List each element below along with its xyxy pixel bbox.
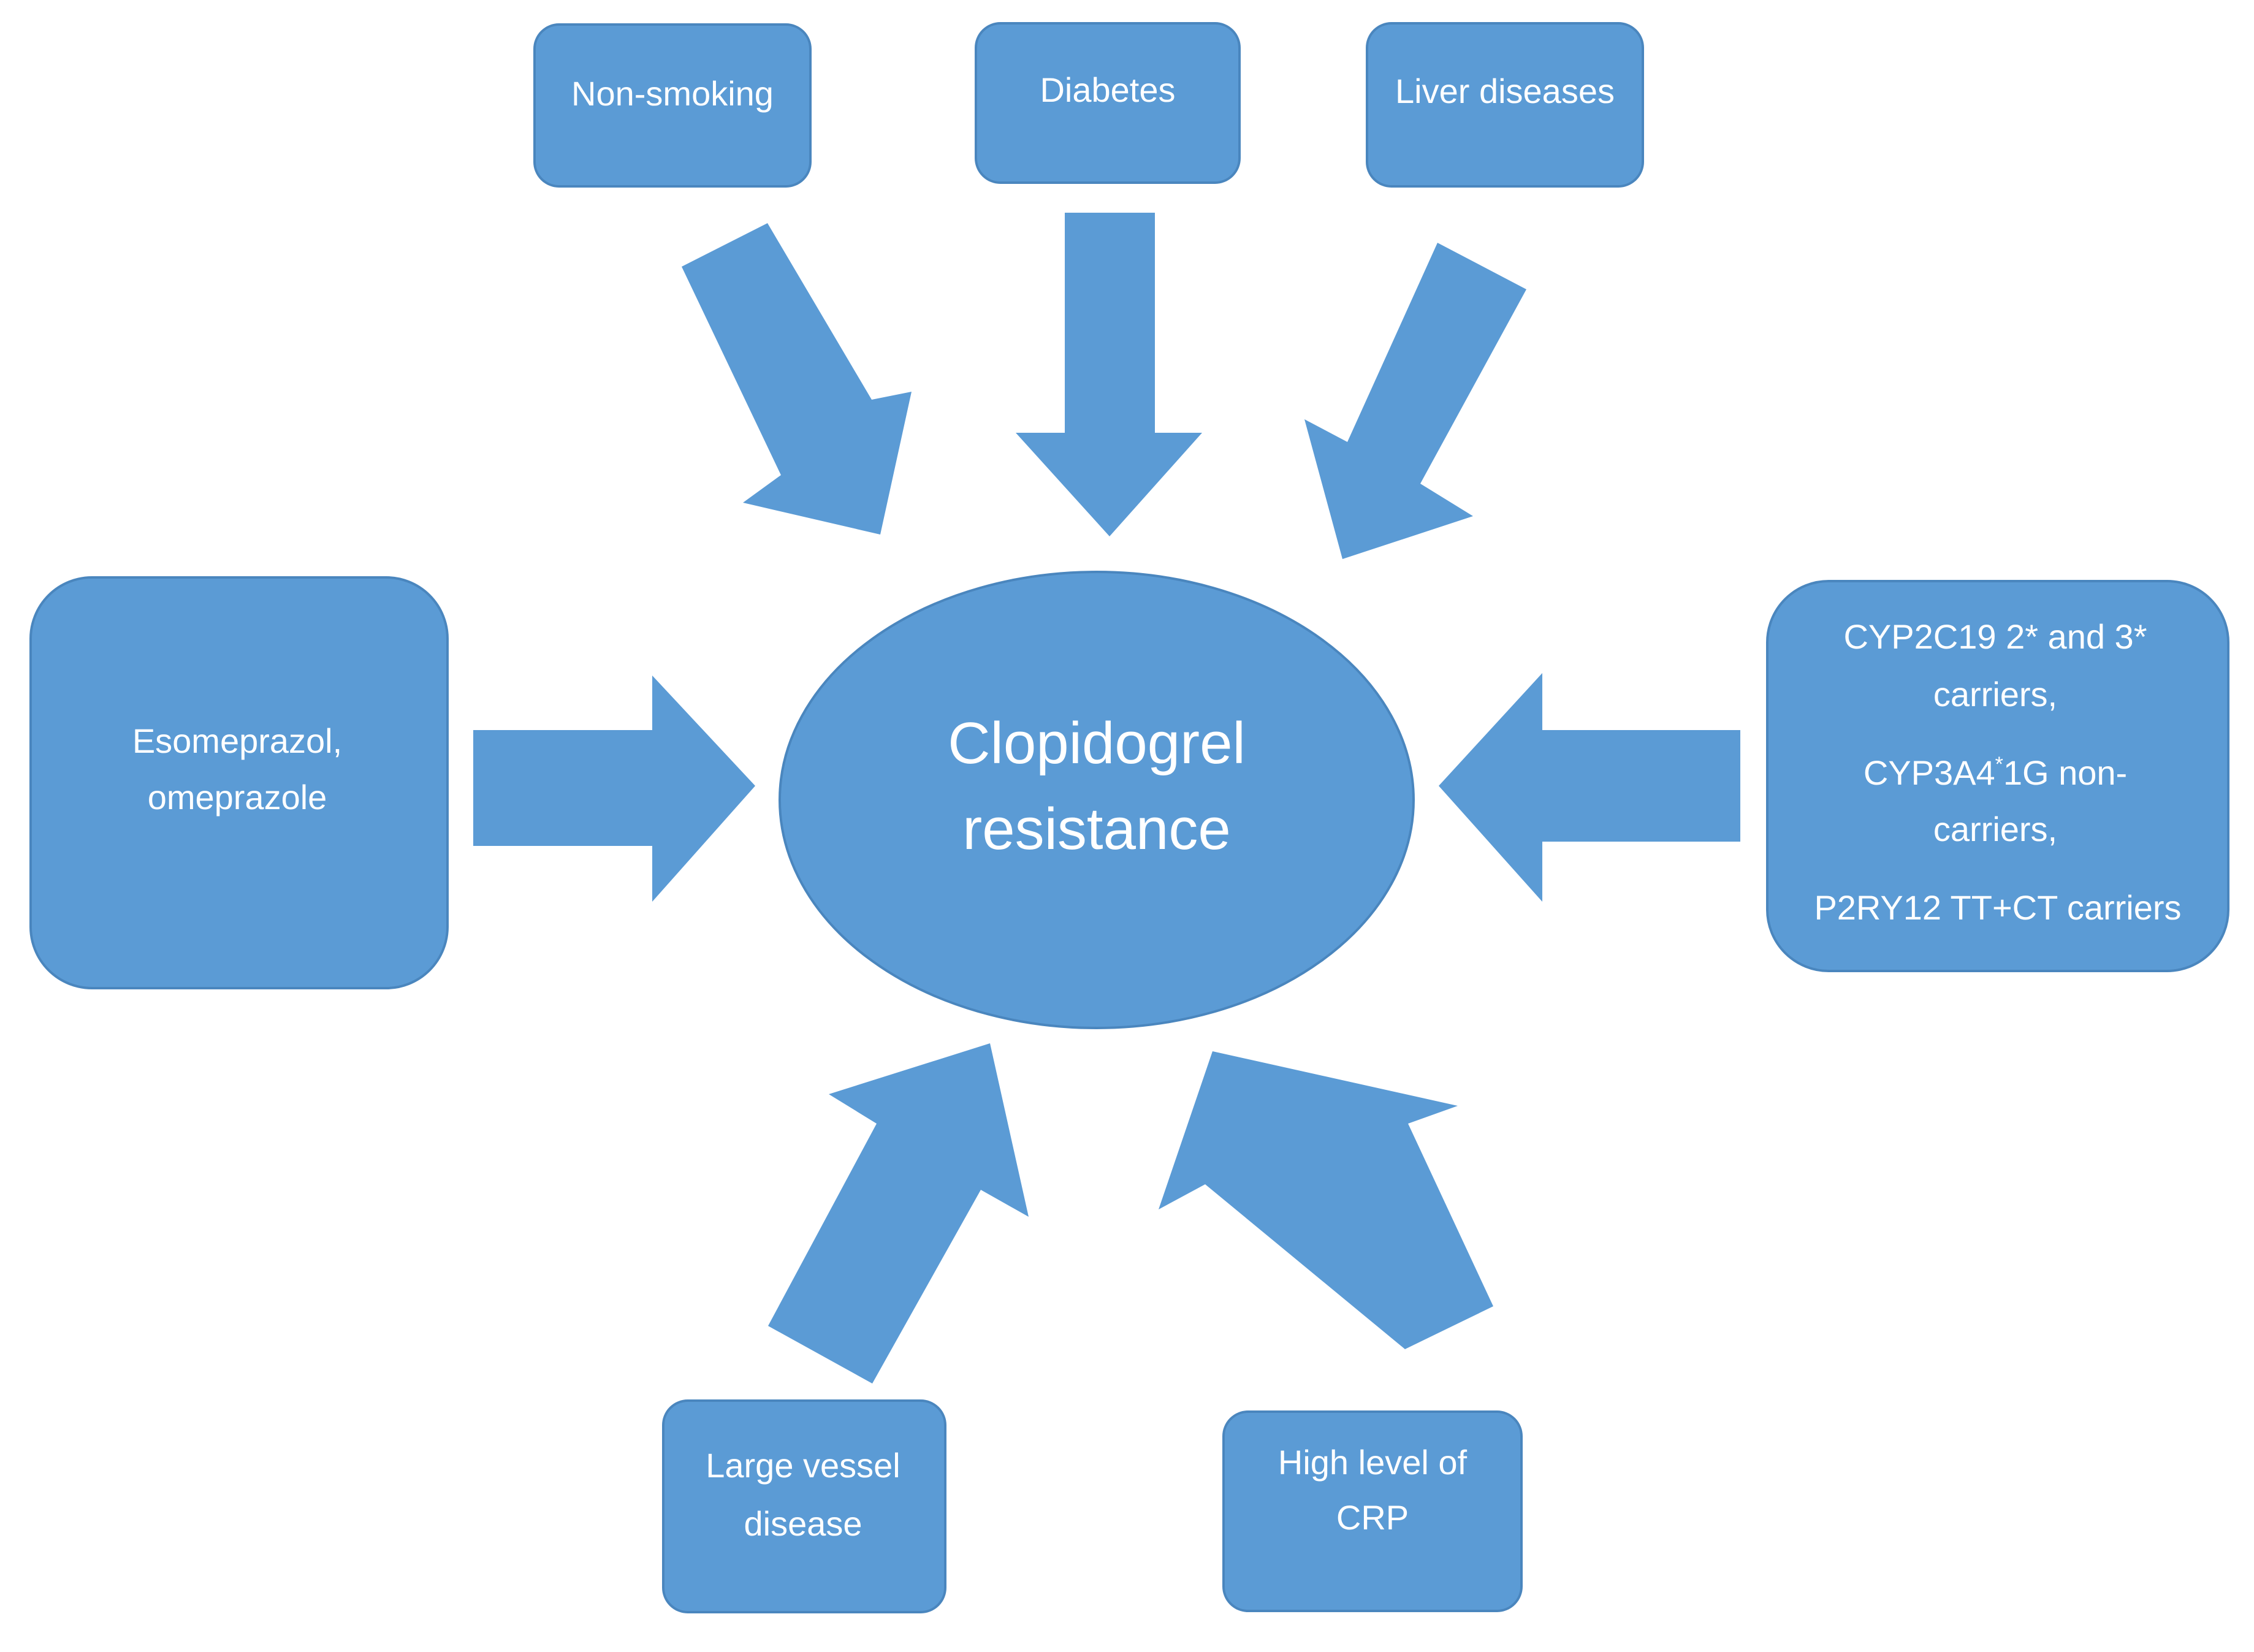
label-genetics-line-3-sup: * [1995,753,2003,776]
label-liver-diseases: Liver diseases [1395,72,1615,110]
label-genetics-line-2: carriers, [1933,675,2057,714]
arrow-non-smoking [682,223,912,535]
center-title-line-1: Clopidogrel [948,710,1246,776]
label-ppi-line-1: Esomeprazol, [132,721,342,760]
center-title-line-2: resistance [962,796,1231,862]
box-large-vessel [662,1399,946,1613]
label-large-vessel-line-2: disease [744,1504,862,1543]
box-crp [1222,1410,1523,1612]
box-genetics [1766,580,2229,972]
arrow-liver-diseases [1304,243,1526,559]
label-genetics-line-4: carriers, [1933,810,2057,848]
box-ppi [29,576,449,989]
label-genetics-line-3b: 1G non- [2003,753,2127,792]
label-crp-line-2: CRP [1336,1498,1409,1537]
arrow-ppi [473,676,755,902]
arrow-large-vessel [768,1043,1029,1384]
label-ppi-line-2: omeprazole [148,778,327,816]
label-non-smoking: Non-smoking [571,74,774,113]
arrow-diabetes [1016,213,1202,536]
label-genetics-line-3: CYP3A4*1G non- [1864,753,2127,792]
box-diabetes [975,22,1241,184]
label-genetics-line-1: CYP2C19 2* and 3* [1843,617,2147,656]
center-ellipse [779,571,1415,1029]
arrow-genetics [1439,673,1740,902]
label-genetics-line-5: P2RY12 TT+CT carriers [1814,888,2181,927]
arrow-crp [1159,1051,1493,1349]
label-large-vessel-line-1: Large vessel [706,1446,900,1485]
box-non-smoking [533,23,812,188]
box-liver-diseases [1366,22,1644,188]
label-crp-line-1: High level of [1278,1443,1468,1482]
label-diabetes: Diabetes [1040,70,1175,109]
label-genetics-line-3a: CYP3A4 [1864,753,1995,792]
